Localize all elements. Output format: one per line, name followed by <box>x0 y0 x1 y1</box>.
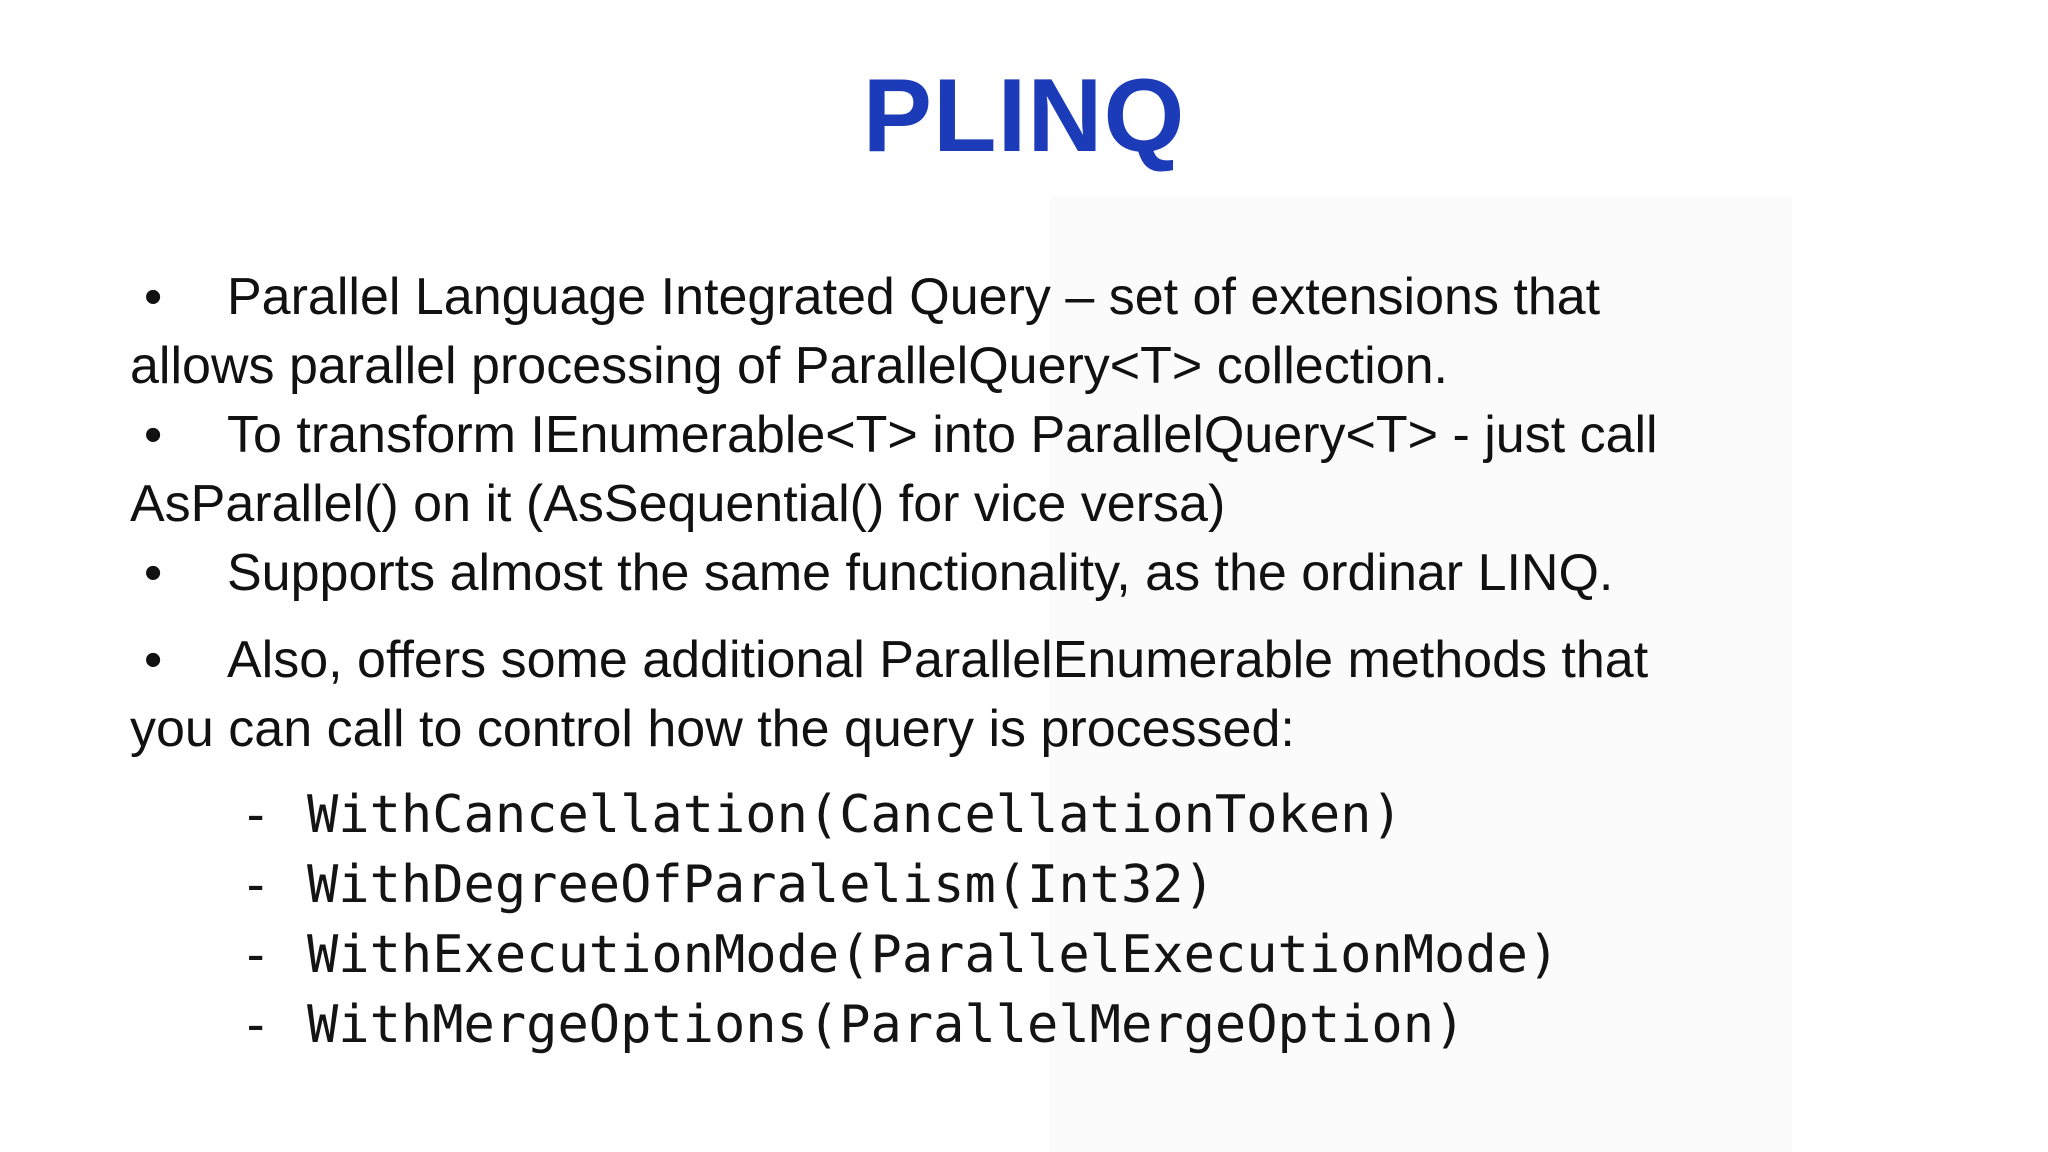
dash-marker: - <box>240 785 272 845</box>
dash-marker: - <box>240 855 272 915</box>
method-list: -WithCancellation(CancellationToken) -Wi… <box>240 780 1910 1060</box>
bullet-marker: • <box>144 268 163 326</box>
background-band <box>1049 197 1792 1152</box>
bullet-text-3: Supports almost the same functionality, … <box>227 544 1614 602</box>
bullet-text-2: To transform IEnumerable<T> into Paralle… <box>130 406 1658 533</box>
method-item-4: -WithMergeOptions(ParallelMergeOption) <box>240 990 1910 1060</box>
bullet-text-4: Also, offers some additional ParallelEnu… <box>130 631 1649 758</box>
method-code-2: WithDegreeOfParalelism(Int32) <box>307 855 1215 915</box>
method-item-1: -WithCancellation(CancellationToken) <box>240 780 1910 850</box>
method-item-3: -WithExecutionMode(ParallelExecutionMode… <box>240 920 1910 990</box>
bullet-item-2: •To transform IEnumerable<T> into Parall… <box>130 401 1910 539</box>
method-code-3: WithExecutionMode(ParallelExecutionMode) <box>307 925 1560 985</box>
bullet-item-3: • Supports almost the same functionality,… <box>130 539 1910 608</box>
method-code-1: WithCancellation(CancellationToken) <box>307 785 1403 845</box>
method-code-4: WithMergeOptions(ParallelMergeOption) <box>307 995 1466 1055</box>
bullet-item-1: •Parallel Language Integrated Query – se… <box>130 263 1910 401</box>
bullet-item-4: •Also, offers some additional ParallelEn… <box>130 626 1910 764</box>
bullet-marker: • <box>144 544 163 602</box>
bullet-list: •Parallel Language Integrated Query – se… <box>130 263 1910 1060</box>
page-title: PLINQ <box>862 58 1186 174</box>
bullet-marker: • <box>144 631 163 689</box>
dash-marker: - <box>240 925 272 985</box>
bullet-marker: • <box>144 406 163 464</box>
slide-content: PLINQ •Parallel Language Integrated Quer… <box>0 64 2048 1060</box>
method-item-2: -WithDegreeOfParalelism(Int32) <box>240 850 1910 920</box>
bullet-text-1: Parallel Language Integrated Query – set… <box>130 268 1601 395</box>
dash-marker: - <box>240 995 272 1055</box>
